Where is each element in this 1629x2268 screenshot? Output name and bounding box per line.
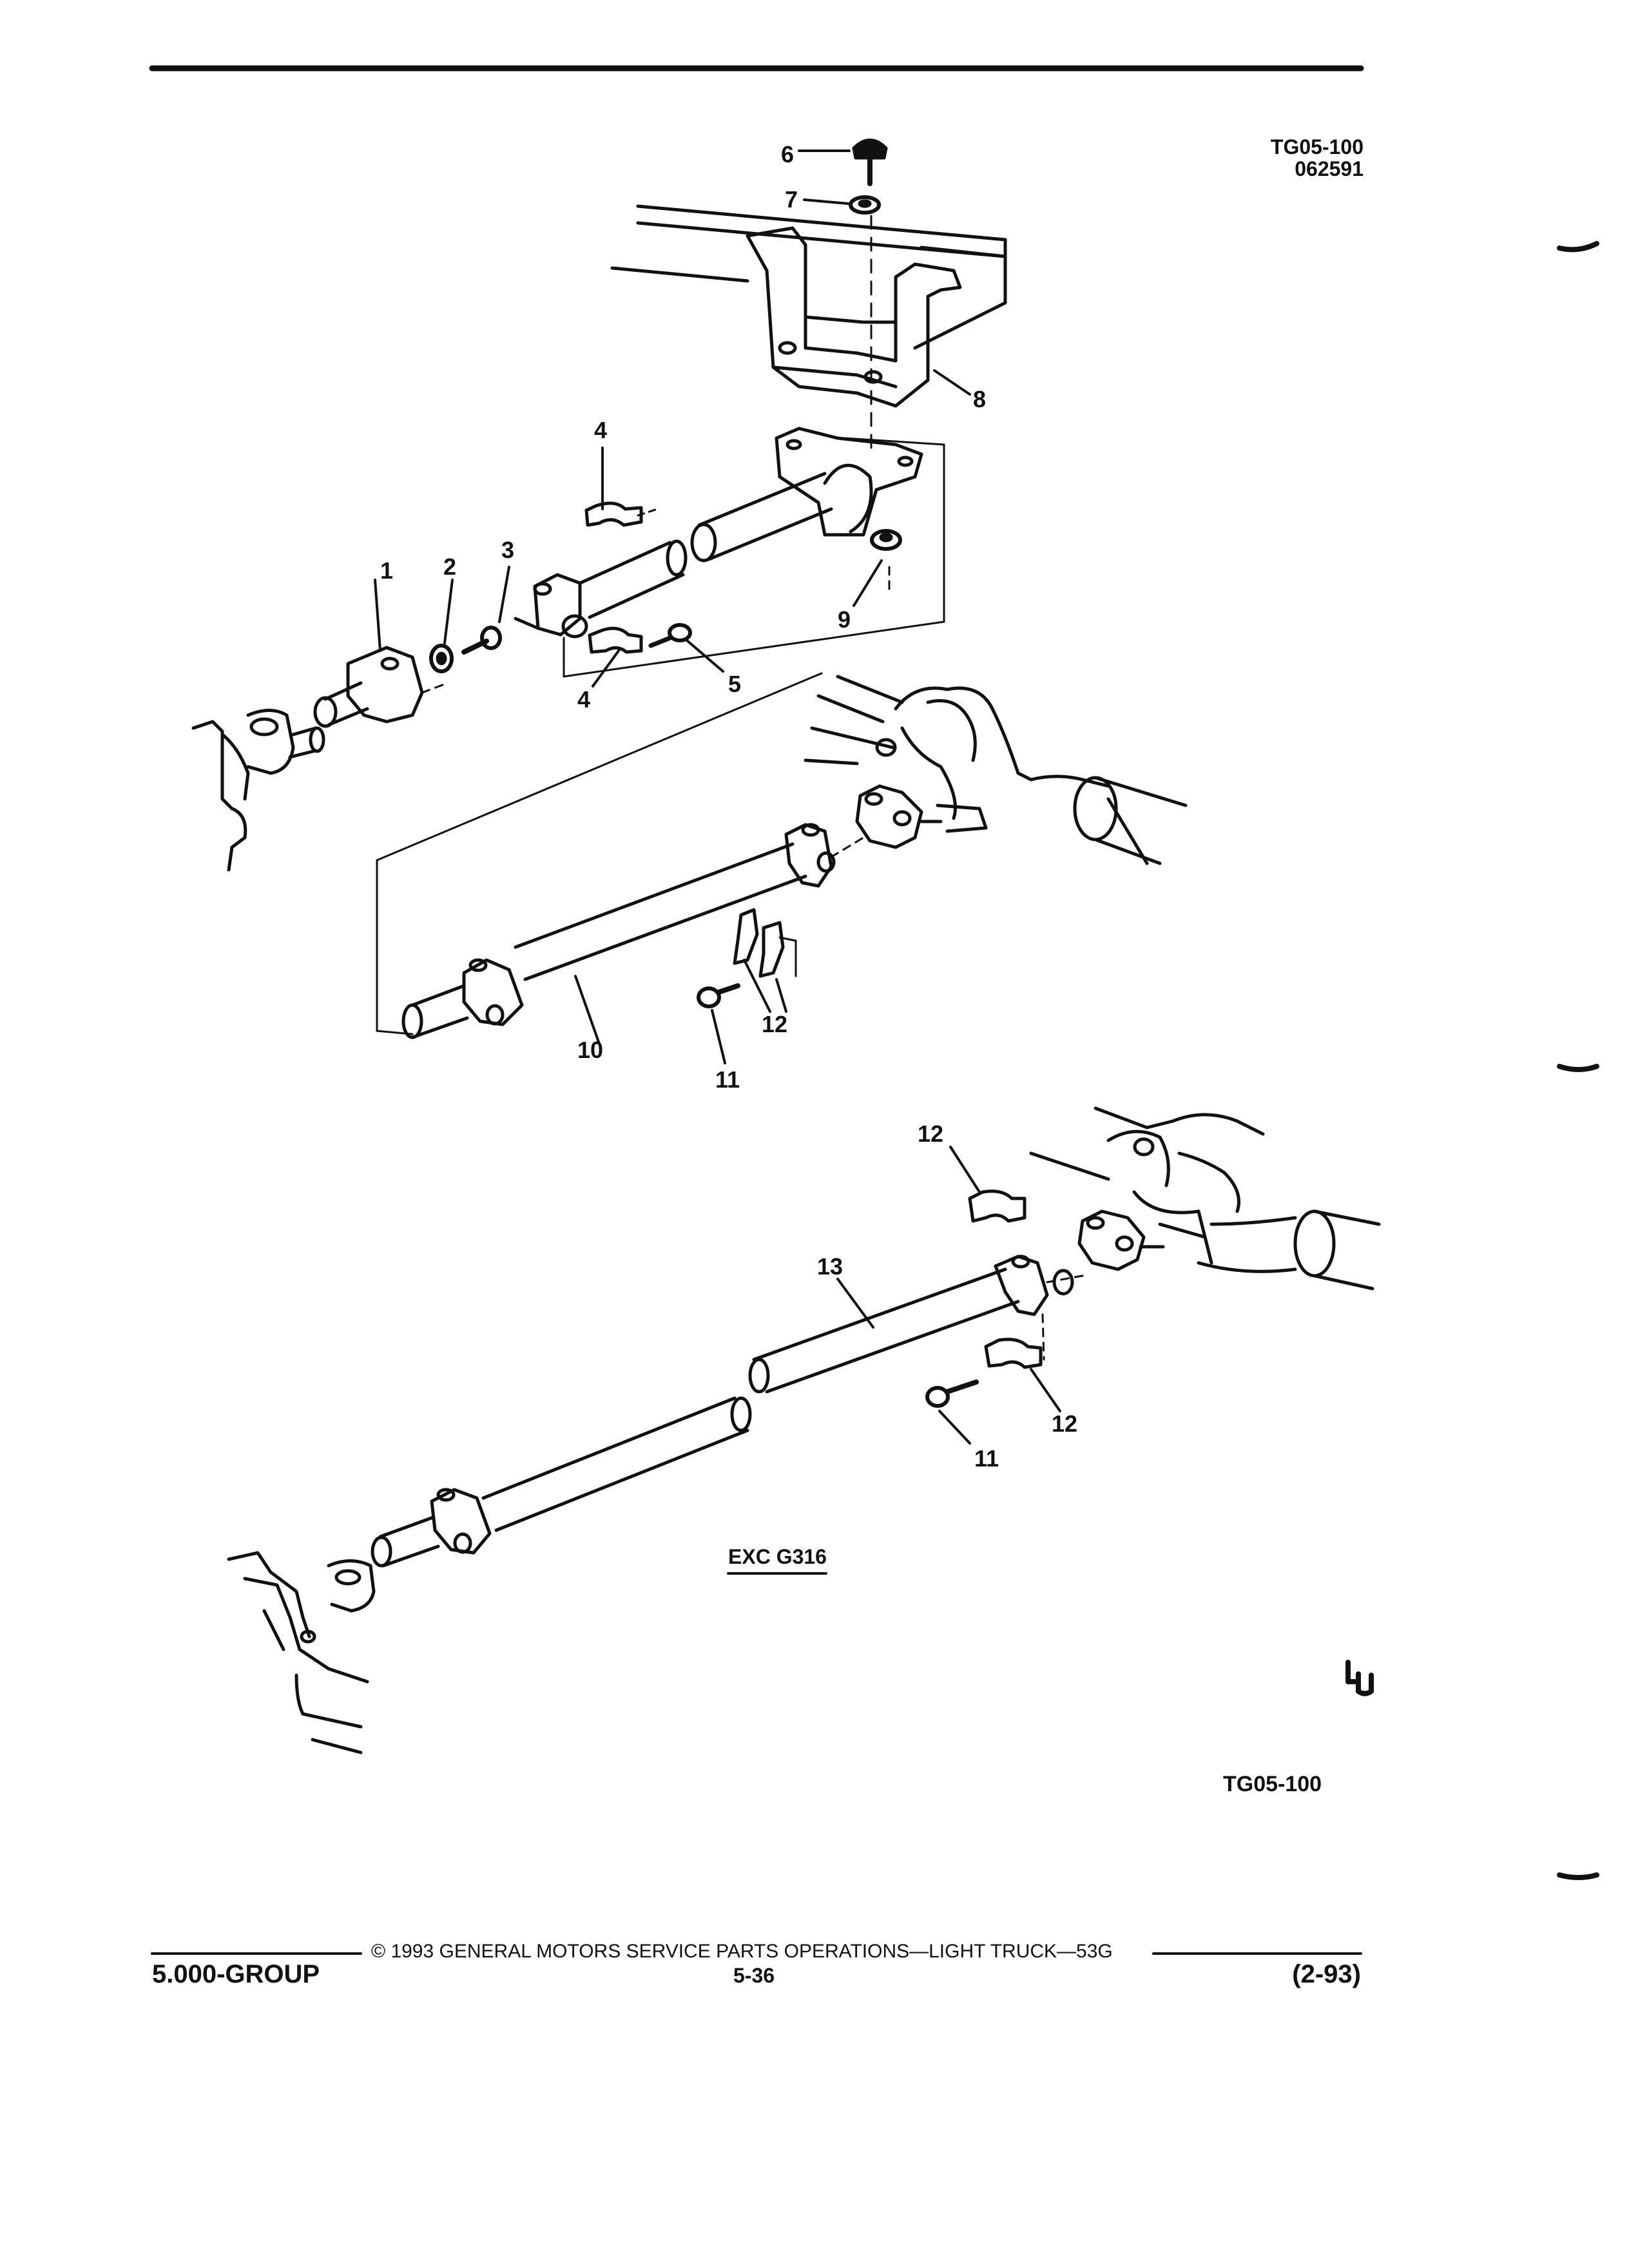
washer-2	[429, 579, 454, 673]
strap-4-lower	[588, 626, 643, 687]
callout-5: 5	[728, 671, 742, 697]
callout-7: 7	[785, 186, 798, 213]
footer-page-number: 5-36	[733, 1964, 775, 1987]
slip-yoke-1	[313, 579, 449, 728]
callout-4-upper: 4	[594, 417, 608, 443]
transmission-upper	[191, 709, 325, 872]
bolt-3	[461, 566, 510, 655]
figure-date: 062591	[1295, 157, 1364, 180]
bolt-11-lower	[925, 1379, 979, 1445]
callout-11-lower: 11	[974, 1445, 999, 1472]
callout-11-middle: 11	[715, 1066, 740, 1093]
callout-13: 13	[817, 1253, 843, 1280]
rear-driveshaft-10	[376, 672, 865, 1045]
strap-12-lower-bottom	[984, 1338, 1061, 1412]
variant-label: EXC G316	[728, 1545, 827, 1568]
rear-axle-upper	[804, 675, 1188, 865]
transmission-lower	[227, 1551, 376, 1754]
callout-9: 9	[838, 606, 851, 633]
figure-code: TG05-100	[1270, 135, 1364, 159]
strap-12-lower-top	[949, 1146, 1027, 1223]
rear-axle-lower	[1029, 1106, 1381, 1291]
callout-1: 1	[380, 557, 394, 584]
driveshaft-13	[371, 1254, 1084, 1568]
callout-8: 8	[973, 386, 987, 412]
center-bearing-bracket	[746, 226, 971, 408]
figure-code-header: TG05-100 062591	[1270, 135, 1364, 180]
gm-symbol	[1345, 1660, 1374, 1696]
straps-12-middle	[733, 908, 797, 1013]
figure-code-bottom: TG05-100	[1223, 1772, 1322, 1796]
bolt-6	[798, 139, 888, 186]
callout-2: 2	[443, 553, 457, 580]
strap-4-upper	[584, 447, 659, 527]
callout-10: 10	[577, 1037, 604, 1063]
callout-4-lower: 4	[577, 686, 591, 713]
bolt-5	[648, 623, 724, 673]
nut-9	[853, 529, 902, 607]
callout-3: 3	[501, 537, 515, 563]
bolt-11-middle	[697, 983, 740, 1064]
frame-rail	[610, 204, 1007, 350]
footer-revision: (2-93)	[1292, 1960, 1361, 1988]
washer-7	[803, 195, 881, 215]
callout-6: 6	[781, 141, 795, 168]
callout-12-lower-bottom: 12	[1052, 1410, 1078, 1437]
callout-12-middle: 12	[762, 1011, 788, 1037]
page-edge-marks	[1557, 241, 1599, 1880]
callout-12-lower-top: 12	[918, 1120, 944, 1147]
center-bearing-and-front-shaft	[514, 427, 945, 678]
footer-group: 5.000-GROUP	[152, 1960, 320, 1988]
footer-copyright: © 1993 GENERAL MOTORS SERVICE PARTS OPER…	[371, 1941, 1113, 1962]
